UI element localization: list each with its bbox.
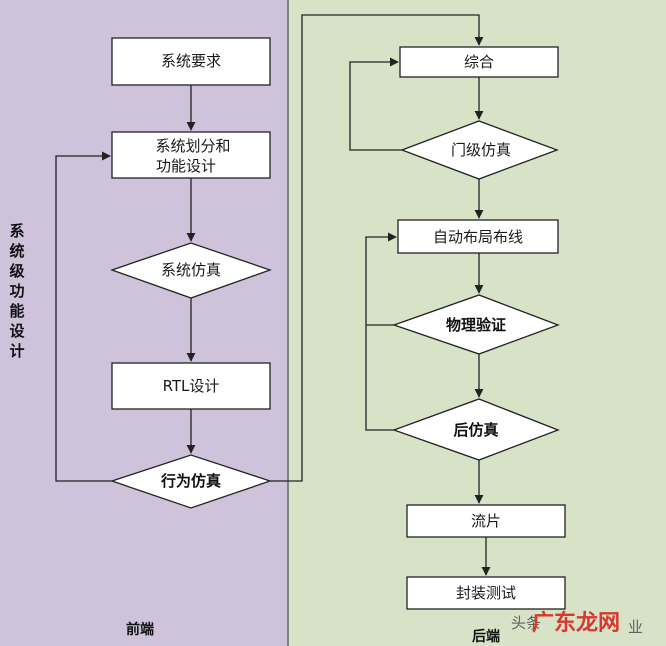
watermark-suffix: 业 — [628, 618, 643, 636]
node-tapeout: 流片 — [406, 504, 566, 538]
node-label: 流片 — [471, 512, 501, 530]
edge-gate-loop — [349, 57, 402, 151]
node-behav-sim: 行为仿真 — [109, 454, 273, 509]
node-sys-sim: 系统仿真 — [110, 242, 272, 299]
side-label-char: 功 — [9, 282, 24, 300]
side-label-char: 设 — [9, 322, 24, 340]
node-label: 门级仿真 — [451, 141, 511, 159]
frontend-region — [0, 0, 288, 646]
frontend-label: 前端 — [126, 621, 154, 638]
node-label: 封装测试 — [456, 584, 516, 602]
node-sys-div: 系统划分和 功能设计 — [111, 131, 271, 179]
node-rtl: RTL设计 — [111, 362, 271, 410]
side-label: 系 统 级 功 能 设 计 — [9, 222, 25, 360]
node-label: 系统划分和 — [155, 137, 230, 155]
node-gate-sim: 门级仿真 — [400, 120, 559, 180]
node-pnr: 自动布局布线 — [397, 219, 559, 254]
node-label: 功能设计 — [156, 157, 216, 175]
node-sys-req: 系统要求 — [111, 37, 271, 86]
node-pkg-test: 封装测试 — [406, 576, 566, 610]
node-label: 综合 — [464, 53, 494, 71]
watermark: 头条 广东龙网 业 — [511, 610, 643, 636]
node-label: 物理验证 — [446, 316, 506, 334]
side-label-char: 能 — [9, 302, 24, 320]
node-label: 行为仿真 — [160, 472, 221, 490]
node-label: 系统要求 — [161, 52, 221, 70]
side-label-char: 计 — [9, 342, 24, 360]
side-label-char: 级 — [9, 262, 25, 280]
watermark-prefix: 头条 — [511, 614, 541, 632]
node-label: 系统仿真 — [161, 261, 221, 279]
watermark-brand: 广东龙网 — [532, 610, 620, 636]
node-label: RTL设计 — [163, 377, 220, 395]
edge-front-to-back — [270, 14, 484, 482]
backend-label: 后端 — [472, 628, 500, 645]
node-phys-verify: 物理验证 — [392, 294, 560, 355]
side-label-char: 系 — [9, 222, 24, 240]
node-label: 自动布局布线 — [433, 228, 523, 246]
node-post-sim: 后仿真 — [392, 398, 560, 461]
node-synth: 综合 — [399, 46, 559, 78]
edge-behav-feedback — [55, 151, 112, 482]
edge-feedback-rail — [365, 232, 397, 431]
side-label-char: 统 — [9, 242, 24, 260]
node-label: 后仿真 — [453, 421, 498, 439]
